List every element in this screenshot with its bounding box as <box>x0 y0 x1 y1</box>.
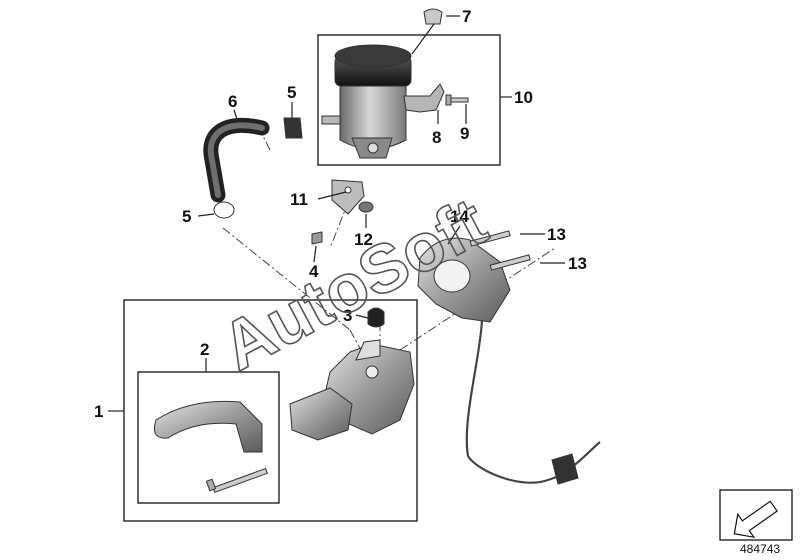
callout-4: 4 <box>309 262 319 281</box>
callout-3: 3 <box>343 306 352 325</box>
navigation-arrow-icon <box>719 489 793 541</box>
bleeder-cap-icon <box>367 307 385 328</box>
screw-icon <box>445 94 469 106</box>
callout-12: 12 <box>354 230 373 249</box>
callout-14: 14 <box>450 207 469 226</box>
leader-lines <box>108 15 565 412</box>
reference-number: 484743 <box>740 542 780 556</box>
callout-1: 1 <box>94 402 103 421</box>
bolt-icon <box>311 231 323 245</box>
frame-lever-assembly <box>137 371 280 504</box>
callout-5-lower: 5 <box>182 207 191 226</box>
sensor-cable-icon <box>465 319 601 485</box>
reservoir-icon <box>321 44 445 159</box>
callout-2: 2 <box>200 340 209 359</box>
hose-clamp-icon <box>283 117 303 139</box>
callout-13-upper: 13 <box>547 225 566 244</box>
clamp-body-icon <box>417 230 531 323</box>
callout-7: 7 <box>462 7 471 26</box>
frame-reservoir-assembly <box>317 34 501 166</box>
clutch-lever-icon <box>154 400 268 494</box>
callout-13-lower: 13 <box>568 254 587 273</box>
callout-10: 10 <box>514 88 533 107</box>
nut-icon <box>358 201 374 213</box>
hose-clip-icon <box>213 201 235 219</box>
callout-11: 11 <box>290 190 308 209</box>
callout-9: 9 <box>460 124 469 143</box>
callout-6: 6 <box>228 92 237 111</box>
bracket-icon <box>331 179 365 215</box>
callout-8: 8 <box>432 128 441 147</box>
reservoir-cap-icon <box>423 8 443 25</box>
master-cylinder-icon <box>289 339 415 441</box>
callout-5-upper: 5 <box>287 83 296 102</box>
